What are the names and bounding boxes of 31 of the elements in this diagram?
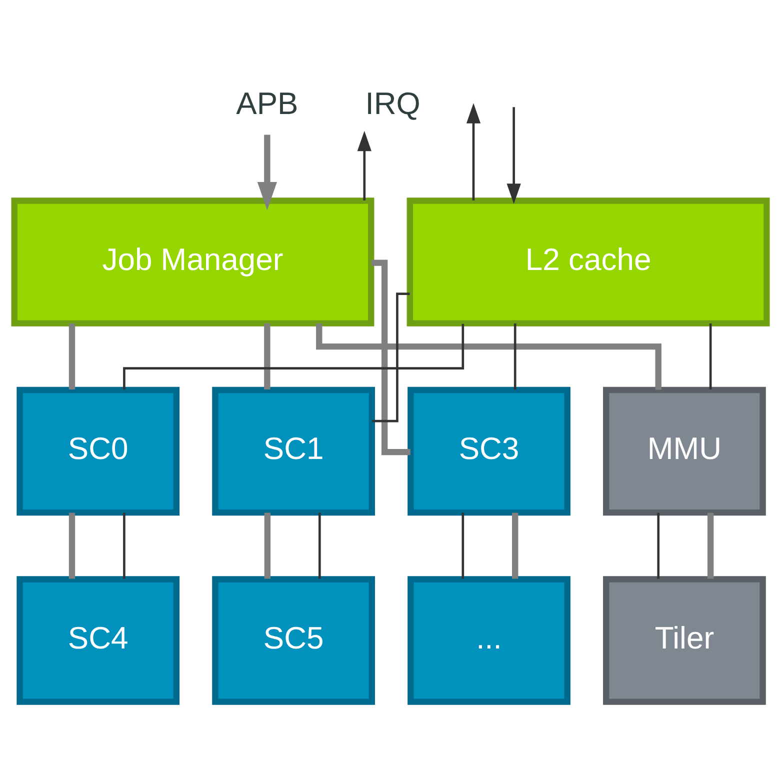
connector (123, 512, 126, 578)
connector (68, 322, 76, 389)
connector (512, 512, 518, 578)
connector (318, 512, 321, 578)
node-box: SC1 (212, 386, 375, 516)
node-box: SC3 (408, 386, 570, 516)
node-text: APB (236, 85, 298, 120)
connector (264, 512, 271, 578)
arrow (466, 102, 481, 200)
connector (514, 322, 516, 389)
node-text: IRQ (365, 85, 420, 120)
connector (707, 512, 714, 578)
connector (316, 322, 662, 390)
connector (462, 512, 464, 578)
arrow (257, 134, 277, 210)
node-box: ... (408, 576, 570, 704)
node-box: SC5 (212, 576, 375, 704)
connector (68, 512, 76, 578)
connector (264, 322, 270, 389)
node-box: L2 cache (406, 197, 770, 326)
arrow (506, 106, 521, 204)
connector (709, 322, 712, 389)
arrow (357, 130, 372, 200)
node-box: Job Manager (11, 197, 374, 326)
connector (657, 512, 660, 578)
connector (372, 292, 410, 422)
node-box: MMU (603, 386, 766, 516)
connector (123, 323, 464, 390)
node-box: Tiler (603, 576, 766, 704)
node-box: SC0 (16, 386, 180, 516)
node-box: SC4 (16, 576, 180, 704)
